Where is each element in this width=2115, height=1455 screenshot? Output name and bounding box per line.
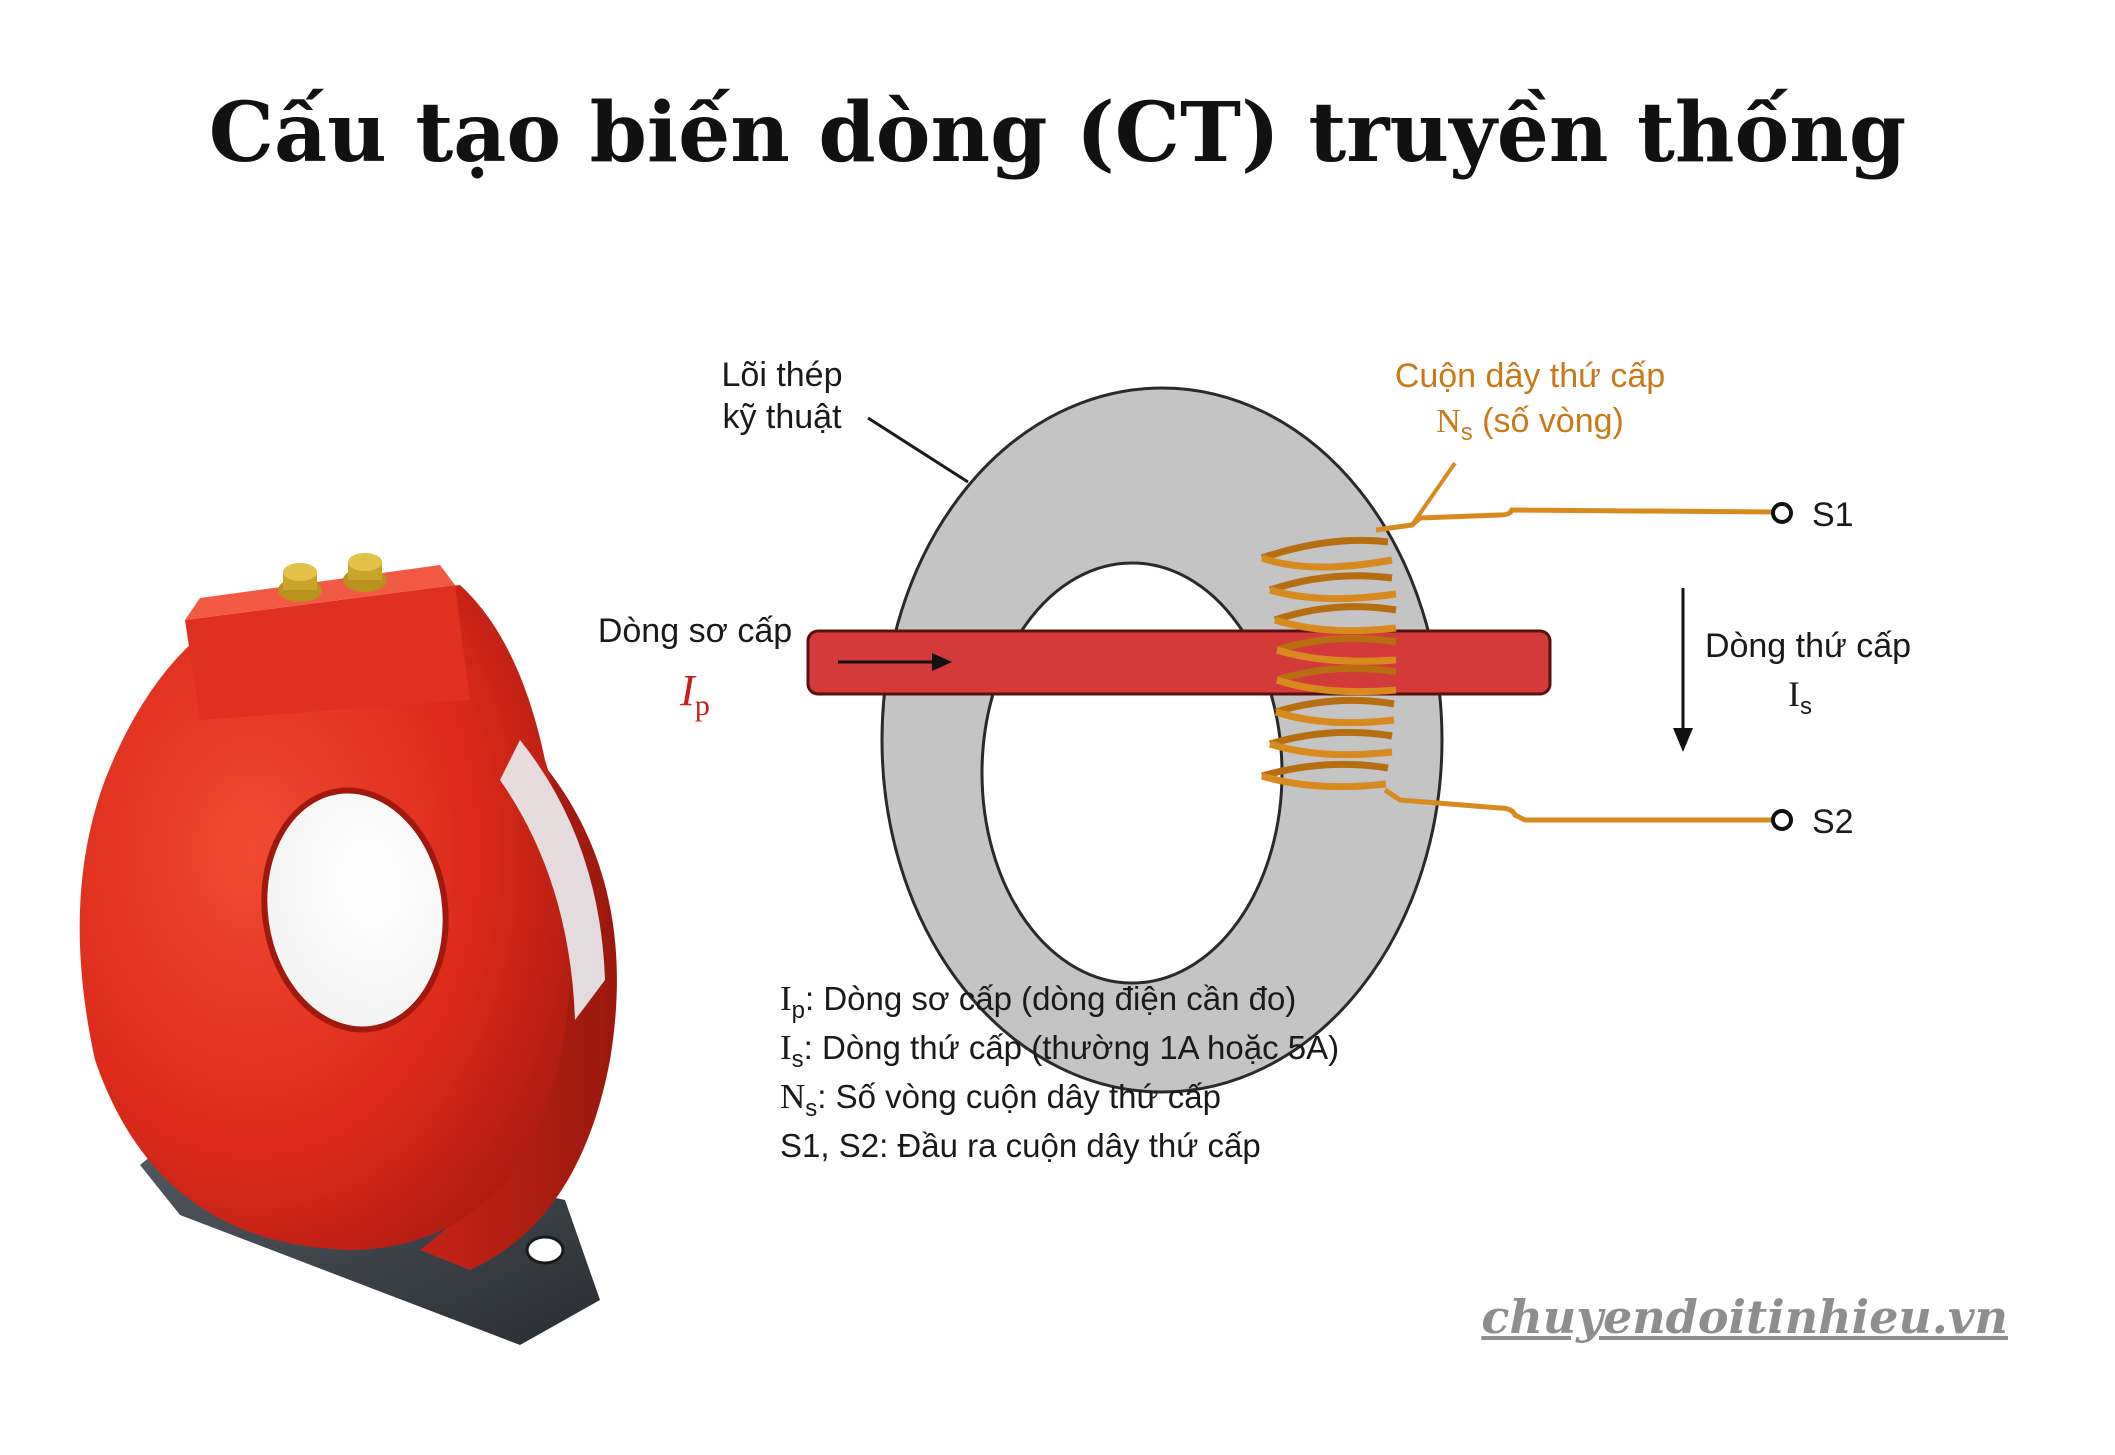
- secondary-coil-label: Cuộn dây thứ cấp: [1395, 357, 1665, 395]
- watermark-link[interactable]: chuyendoitinhieu.vn: [1468, 1290, 2008, 1344]
- terminal-circle-icon: [1773, 811, 1791, 829]
- secondary-coil-count: Ns (số vòng): [1436, 402, 1624, 446]
- core-leader: [868, 418, 968, 482]
- core-label-line1: Lõi thép: [722, 356, 843, 394]
- arrow-down-icon: [1673, 728, 1693, 752]
- legend-item: Ns: Số vòng cuộn dây thứ cấp: [780, 1077, 1221, 1122]
- secondary-current-symbol: Is: [1788, 674, 1812, 720]
- secondary-lead-s2: [1385, 790, 1775, 820]
- terminal-circle-icon: [1773, 504, 1791, 522]
- terminal-s2-label: S2: [1812, 803, 1854, 841]
- primary-current-label: Dòng sơ cấp: [598, 612, 792, 650]
- secondary-current-label: Dòng thứ cấp: [1705, 627, 1911, 665]
- secondary-lead-s1: [1376, 510, 1775, 530]
- legend-item: S1, S2: Đầu ra cuộn dây thứ cấp: [780, 1127, 1261, 1164]
- primary-current-symbol: Ip: [679, 666, 710, 722]
- core-label-line2: kỹ thuật: [722, 398, 842, 436]
- terminal-s1-label: S1: [1812, 496, 1854, 534]
